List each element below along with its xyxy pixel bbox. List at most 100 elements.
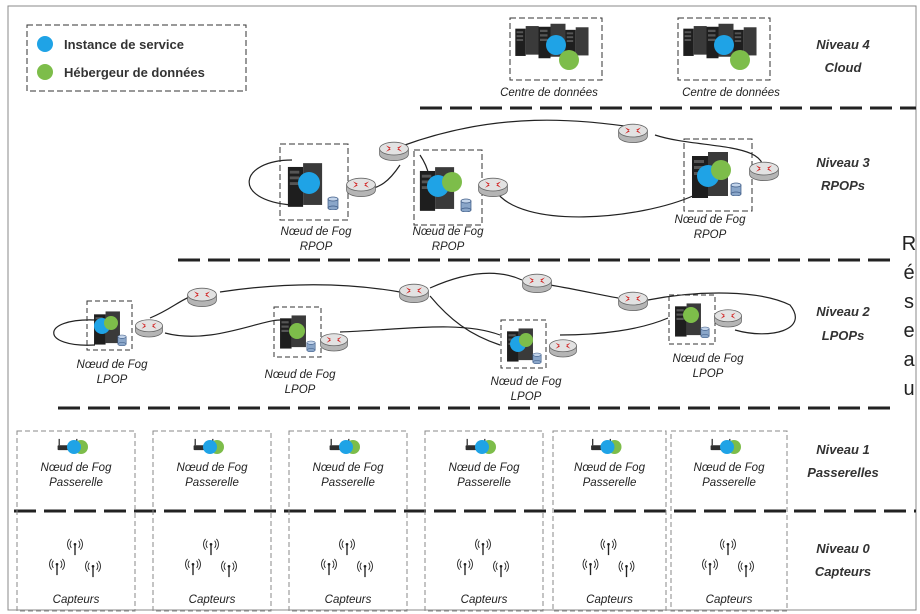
sensor-cluster (582, 538, 635, 578)
gateway-sub: Passerelle (321, 477, 375, 489)
database-icon (730, 182, 742, 196)
sensor-icon (48, 558, 66, 576)
data-host-icon (37, 64, 53, 80)
sensor-icon (737, 560, 755, 578)
sensor-cluster (184, 538, 238, 578)
sensor-icon (66, 538, 84, 556)
lpop-node-label: Nœud de Fog (673, 353, 745, 365)
level-0-sub: Capteurs (815, 564, 871, 579)
router-icon (135, 319, 163, 338)
sensor-icon (202, 538, 220, 556)
level-2-sub: LPOPs (822, 328, 865, 343)
gateway-column (670, 430, 788, 612)
lpop-node-sub: LPOP (285, 384, 316, 396)
side-label-letter: e (903, 320, 914, 342)
router-icon (522, 273, 552, 294)
gateway-label: Nœud de Fog (694, 462, 766, 474)
rpop-node-label: Nœud de Fog (281, 226, 353, 238)
sensor-cluster (48, 538, 102, 578)
router-icon (346, 177, 376, 198)
sensor-icon (456, 558, 474, 576)
database-icon (532, 352, 542, 364)
sensor-group-label: Capteurs (325, 594, 372, 606)
level-4-title: Niveau 4 (816, 37, 870, 52)
cloud-level: Centre de données Centre de données (500, 17, 780, 99)
router-icon (618, 291, 648, 312)
side-label-letter: é (903, 262, 914, 284)
level-3-sub: RPOPs (821, 178, 865, 193)
sensor-cluster (456, 538, 510, 578)
sensor-icon (320, 558, 338, 576)
outer-frame (7, 5, 917, 611)
sensor-icon (356, 560, 374, 578)
gateway-icon (192, 438, 224, 454)
database-icon (327, 196, 339, 210)
gateway-icon (56, 438, 88, 454)
level-4-sub: Cloud (825, 60, 863, 75)
level-3-title: Niveau 3 (816, 155, 870, 170)
lpop-node-sub: LPOP (511, 391, 542, 403)
rpop-node-label: Nœud de Fog (675, 214, 747, 226)
sensor-cluster (320, 538, 374, 578)
router-icon (749, 161, 779, 182)
sensor-group-label: Capteurs (189, 594, 236, 606)
gateway-sub: Passerelle (49, 477, 103, 489)
legend-service-label: Instance de service (64, 37, 184, 52)
gateway-column (288, 430, 408, 612)
router-icon (320, 333, 348, 352)
sensor-icon (338, 538, 356, 556)
router-icon (618, 123, 648, 144)
gateway-icon (328, 438, 360, 454)
lpop-node-label: Nœud de Fog (77, 359, 149, 371)
sensor-icon (184, 558, 202, 576)
level-1-sub: Passerelles (807, 465, 879, 480)
sensor-cluster (701, 538, 755, 578)
sensor-icon (719, 538, 737, 556)
gateway-label: Nœud de Fog (41, 462, 113, 474)
legend-data-label: Hébergeur de données (64, 65, 205, 80)
sensor-group-label: Capteurs (706, 594, 753, 606)
rpop-node-label: Nœud de Fog (413, 226, 485, 238)
database-icon (700, 326, 710, 338)
level-2-title: Niveau 2 (816, 304, 870, 319)
sensor-icon (701, 558, 719, 576)
rpop-node-sub: RPOP (300, 241, 333, 253)
side-label-letter: u (903, 378, 914, 400)
sensor-icon (220, 560, 238, 578)
gateway-icon (464, 438, 496, 454)
gateway-column (16, 430, 136, 612)
lpop-node-label: Nœud de Fog (265, 369, 337, 381)
sensor-icon (582, 558, 599, 576)
rpop-node-sub: RPOP (432, 241, 465, 253)
sensor-icon (600, 538, 617, 556)
datacenter-label: Centre de données (682, 87, 780, 99)
datacenter-icon (683, 23, 757, 70)
gateway-sub: Passerelle (457, 477, 511, 489)
gateway-column (152, 430, 272, 612)
level-0-title: Niveau 0 (816, 541, 870, 556)
router-icon (379, 141, 409, 162)
side-label-letter: a (903, 349, 915, 371)
level-separators (14, 106, 916, 513)
legend: Instance de service Hébergeur de données (26, 24, 247, 92)
level-1-title: Niveau 1 (816, 442, 869, 457)
gateway-icon (709, 438, 741, 454)
database-icon (306, 340, 316, 352)
gateway-sub: Passerelle (702, 477, 756, 489)
gateway-column (552, 430, 667, 612)
rpop-node-sub: RPOP (694, 229, 727, 241)
gateway-sub: Passerelle (185, 477, 239, 489)
sensor-group-label: Capteurs (461, 594, 508, 606)
rpop-links (248, 119, 764, 218)
gateway-sub: Passerelle (583, 477, 637, 489)
sensor-icon (474, 538, 492, 556)
sensor-icon (84, 560, 102, 578)
gateway-icon (590, 438, 622, 454)
rpop-level: Nœud de Fog RPOP Nœud de Fog RPOP Nœud d… (279, 123, 779, 253)
level-labels: Niveau 4 Cloud Niveau 3 RPOPs Niveau 2 L… (807, 37, 879, 579)
